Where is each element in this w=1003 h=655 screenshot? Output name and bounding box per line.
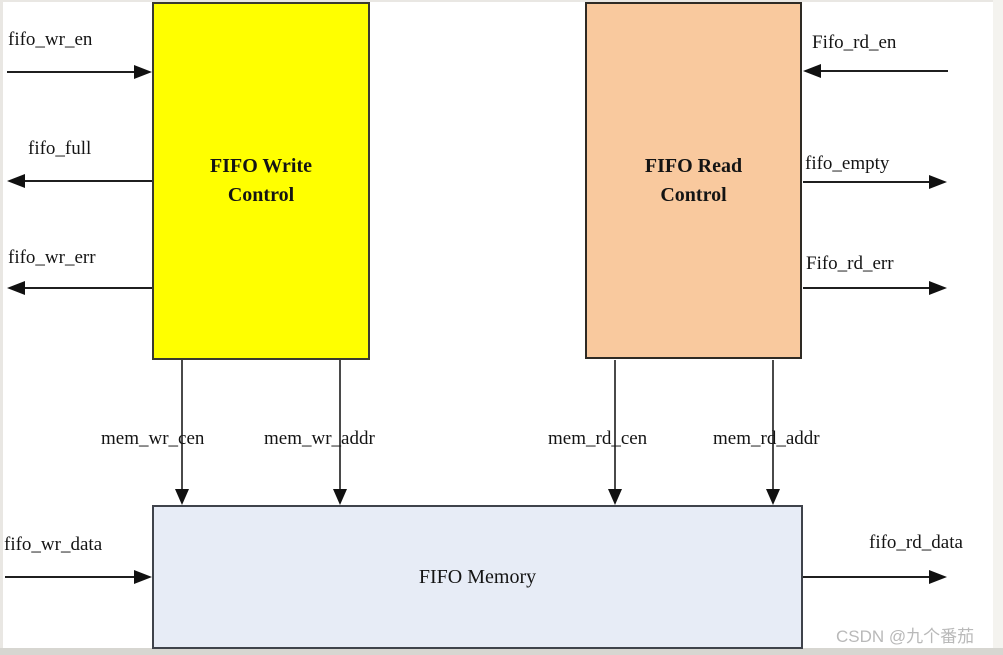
label-mem-rd-addr: mem_rd_addr bbox=[713, 428, 820, 449]
frame-top-edge bbox=[0, 0, 1003, 2]
block-fifo-memory: FIFO Memory bbox=[152, 505, 803, 649]
arrow-fifo-full bbox=[7, 174, 152, 188]
label-fifo-wr-err: fifo_wr_err bbox=[8, 247, 96, 268]
label-mem-wr-cen: mem_wr_cen bbox=[101, 428, 205, 449]
frame-bottom-edge bbox=[0, 648, 1003, 655]
arrow-mem-wr-cen bbox=[175, 360, 189, 505]
arrow-fifo-wr-err bbox=[7, 281, 152, 295]
frame-right-edge bbox=[993, 0, 1003, 655]
block-fifo-read-control: FIFO Read Control bbox=[585, 2, 802, 359]
label-fifo-full: fifo_full bbox=[28, 138, 92, 159]
block-fifo-write-control-title: FIFO Write Control bbox=[209, 155, 313, 206]
label-fifo-wr-data: fifo_wr_data bbox=[4, 534, 103, 555]
arrow-fifo-rd-err bbox=[803, 281, 947, 295]
label-mem-wr-addr: mem_wr_addr bbox=[264, 428, 375, 449]
label-fifo-rd-err: Fifo_rd_err bbox=[806, 253, 894, 274]
arrow-mem-rd-addr bbox=[766, 360, 780, 505]
label-fifo-wr-en: fifo_wr_en bbox=[8, 29, 93, 50]
arrow-fifo-rd-en bbox=[803, 64, 948, 78]
label-fifo-rd-en: Fifo_rd_en bbox=[812, 32, 897, 53]
block-fifo-read-control-title: FIFO Read Control bbox=[644, 154, 743, 206]
arrow-mem-wr-addr bbox=[333, 360, 347, 505]
label-fifo-rd-data: fifo_rd_data bbox=[869, 532, 963, 553]
arrow-fifo-empty bbox=[803, 175, 947, 189]
arrow-fifo-rd-data bbox=[803, 570, 947, 584]
block-fifo-write-control: FIFO Write Control bbox=[152, 2, 370, 360]
label-fifo-empty: fifo_empty bbox=[805, 153, 890, 174]
label-mem-rd-cen: mem_rd_cen bbox=[548, 428, 648, 449]
frame-left-edge bbox=[0, 0, 3, 655]
block-fifo-memory-title: FIFO Memory bbox=[418, 565, 537, 588]
arrow-mem-rd-cen bbox=[608, 360, 622, 505]
arrow-fifo-wr-data bbox=[5, 570, 152, 584]
csdn-watermark: CSDN @九个番茄 bbox=[836, 627, 975, 646]
arrow-fifo-wr-en bbox=[7, 65, 152, 79]
